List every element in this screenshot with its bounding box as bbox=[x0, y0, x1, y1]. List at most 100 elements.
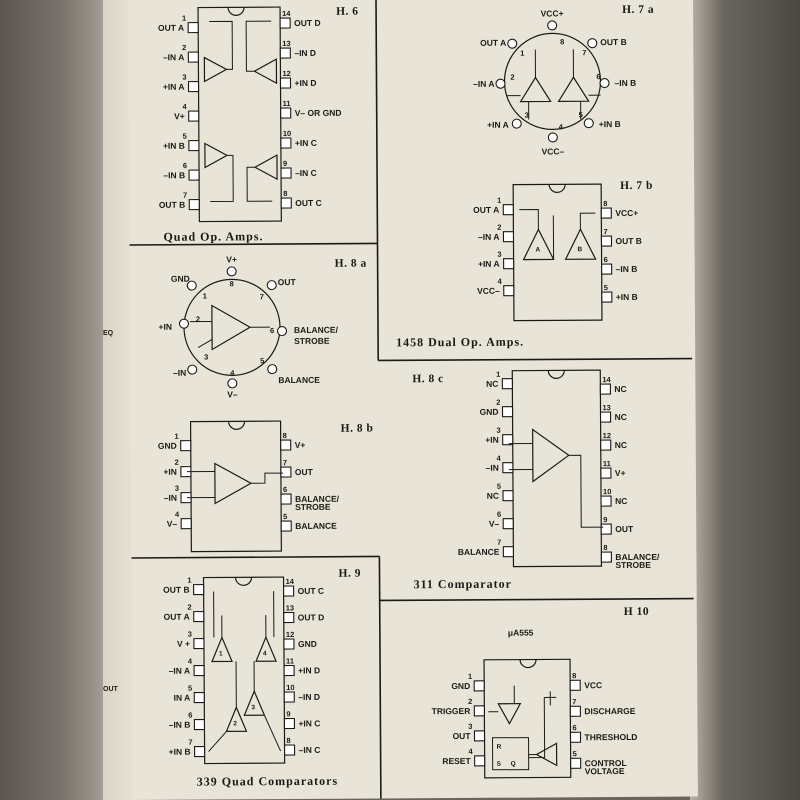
h8b-title: H. 8 b bbox=[341, 423, 374, 435]
h8a-pin-number: 5 bbox=[260, 356, 264, 365]
h8c-pin-box bbox=[600, 439, 612, 451]
h8a-amp bbox=[211, 304, 252, 351]
h10-pin-label: THRESHOLD bbox=[584, 732, 637, 742]
h6-pin-number: 13 bbox=[282, 39, 290, 48]
h9-pin-box bbox=[193, 583, 205, 596]
h9-comparators: 1 4 2 3 bbox=[208, 591, 282, 752]
h8c-pin-box bbox=[600, 551, 612, 563]
h8b-pin-box bbox=[280, 520, 292, 532]
h8b-pin-label: –IN bbox=[164, 493, 177, 503]
h10-pin-label: GND bbox=[451, 681, 470, 691]
h8b-pin-label: V– bbox=[167, 519, 178, 529]
h6-pin-label: OUT B bbox=[159, 200, 186, 210]
h10-notch bbox=[519, 659, 537, 669]
h9-amp1: 1 bbox=[219, 650, 223, 657]
h8a-pin bbox=[227, 378, 238, 389]
h9-pin-number: 1 bbox=[187, 576, 191, 585]
h9-pin-box bbox=[193, 718, 206, 731]
h9-pin-label: –IN D bbox=[298, 692, 320, 702]
h7b-pin-number: 2 bbox=[497, 223, 501, 232]
h10-pin-label: OUT bbox=[453, 731, 472, 741]
h7b-pin-label: –IN B bbox=[616, 264, 638, 274]
h7a-pin bbox=[547, 132, 558, 143]
h6-pin-number: 11 bbox=[283, 99, 291, 108]
h8c-pin-label-cont: STROBE bbox=[615, 560, 651, 570]
h9-pin-label: +IN D bbox=[298, 665, 320, 675]
h8c-pin-number: 1 bbox=[496, 370, 500, 379]
h6-pin-box bbox=[188, 140, 200, 152]
h6-pin-box bbox=[187, 22, 199, 34]
h6-pin-label: –IN B bbox=[163, 170, 185, 180]
h7b-pin-box bbox=[601, 263, 613, 275]
h9-title: H. 9 bbox=[338, 568, 361, 580]
h9-pin-number: 3 bbox=[188, 630, 192, 639]
h8a-title: H. 8 a bbox=[335, 258, 367, 270]
h7a-pin-number: 3 bbox=[525, 111, 529, 120]
h6-pin-box bbox=[279, 17, 291, 29]
h6-pin-number: 2 bbox=[182, 43, 186, 52]
panel-frames bbox=[129, 0, 694, 799]
h8c-pin-box bbox=[600, 523, 612, 535]
h6-pin-label: +IN A bbox=[163, 82, 185, 92]
h8c-pin-box bbox=[502, 490, 514, 502]
h10-pin-label: TRIGGER bbox=[432, 706, 471, 716]
h8c-pin-number: 10 bbox=[603, 487, 611, 496]
h8c-notch bbox=[547, 370, 565, 379]
h8c-pin-box bbox=[502, 518, 514, 530]
h8a-pin-number: 2 bbox=[196, 315, 200, 324]
h7b-pin-box bbox=[601, 291, 613, 303]
h9-pin-label: –IN A bbox=[169, 666, 190, 676]
h8a-pin bbox=[187, 364, 198, 375]
h8a-pin-label: V– bbox=[227, 389, 238, 399]
h10-ff-r: R bbox=[497, 744, 502, 751]
h7b-pin-box bbox=[600, 235, 613, 247]
h6-title: H. 6 bbox=[336, 6, 359, 18]
h8c-pin-label: NC bbox=[614, 384, 626, 394]
h8c-pin-label: OUT bbox=[615, 524, 634, 534]
h9-pin-box bbox=[193, 691, 205, 704]
h8a-pin-number: 6 bbox=[270, 326, 274, 335]
h8c-pin-box bbox=[600, 467, 612, 479]
h8c-pin-label: NC bbox=[615, 412, 627, 422]
background-left bbox=[0, 0, 103, 800]
edge-text-top: EQ bbox=[103, 330, 114, 337]
h8c-pin-number: 14 bbox=[602, 375, 611, 384]
h8c-pin-number: 11 bbox=[603, 459, 611, 468]
h6-pin-label: +IN D bbox=[294, 78, 316, 88]
h6-pin-label: OUT A bbox=[158, 23, 184, 33]
h9-pin-box bbox=[283, 717, 296, 730]
h6-pin-number: 8 bbox=[283, 189, 287, 198]
h9-pin-box bbox=[283, 611, 295, 624]
h8c-pin-label: GND bbox=[480, 407, 499, 417]
edge-text-bottom: OUT bbox=[103, 686, 118, 693]
h9-pin-box bbox=[193, 664, 205, 677]
h8c-pin-number: 13 bbox=[602, 403, 610, 412]
h6-pin-number: 3 bbox=[182, 73, 186, 82]
h7b-pin-number: 1 bbox=[497, 196, 501, 205]
h7a-title: H. 7 a bbox=[622, 4, 654, 16]
h8b-pin-label: V+ bbox=[295, 440, 306, 450]
h8c-package bbox=[511, 369, 603, 568]
h9-pin-number: 7 bbox=[188, 738, 192, 747]
h7a-pin bbox=[587, 38, 598, 49]
h8a-pin-label: BALANCE/ bbox=[294, 325, 339, 335]
h9-pin-label: +IN B bbox=[169, 747, 191, 757]
h7a-pin bbox=[599, 78, 610, 89]
h9-pin-label: OUT B bbox=[163, 585, 190, 595]
h7b-pin-number: 8 bbox=[603, 199, 607, 208]
h7b-caption: 1458 Dual Op. Amps. bbox=[396, 335, 524, 350]
h10-pin-label: CONTROL bbox=[585, 758, 627, 768]
h9-pin-label: V + bbox=[177, 639, 190, 649]
h9-pin-number: 12 bbox=[286, 630, 294, 639]
h9-pin-label: OUT D bbox=[298, 612, 325, 622]
